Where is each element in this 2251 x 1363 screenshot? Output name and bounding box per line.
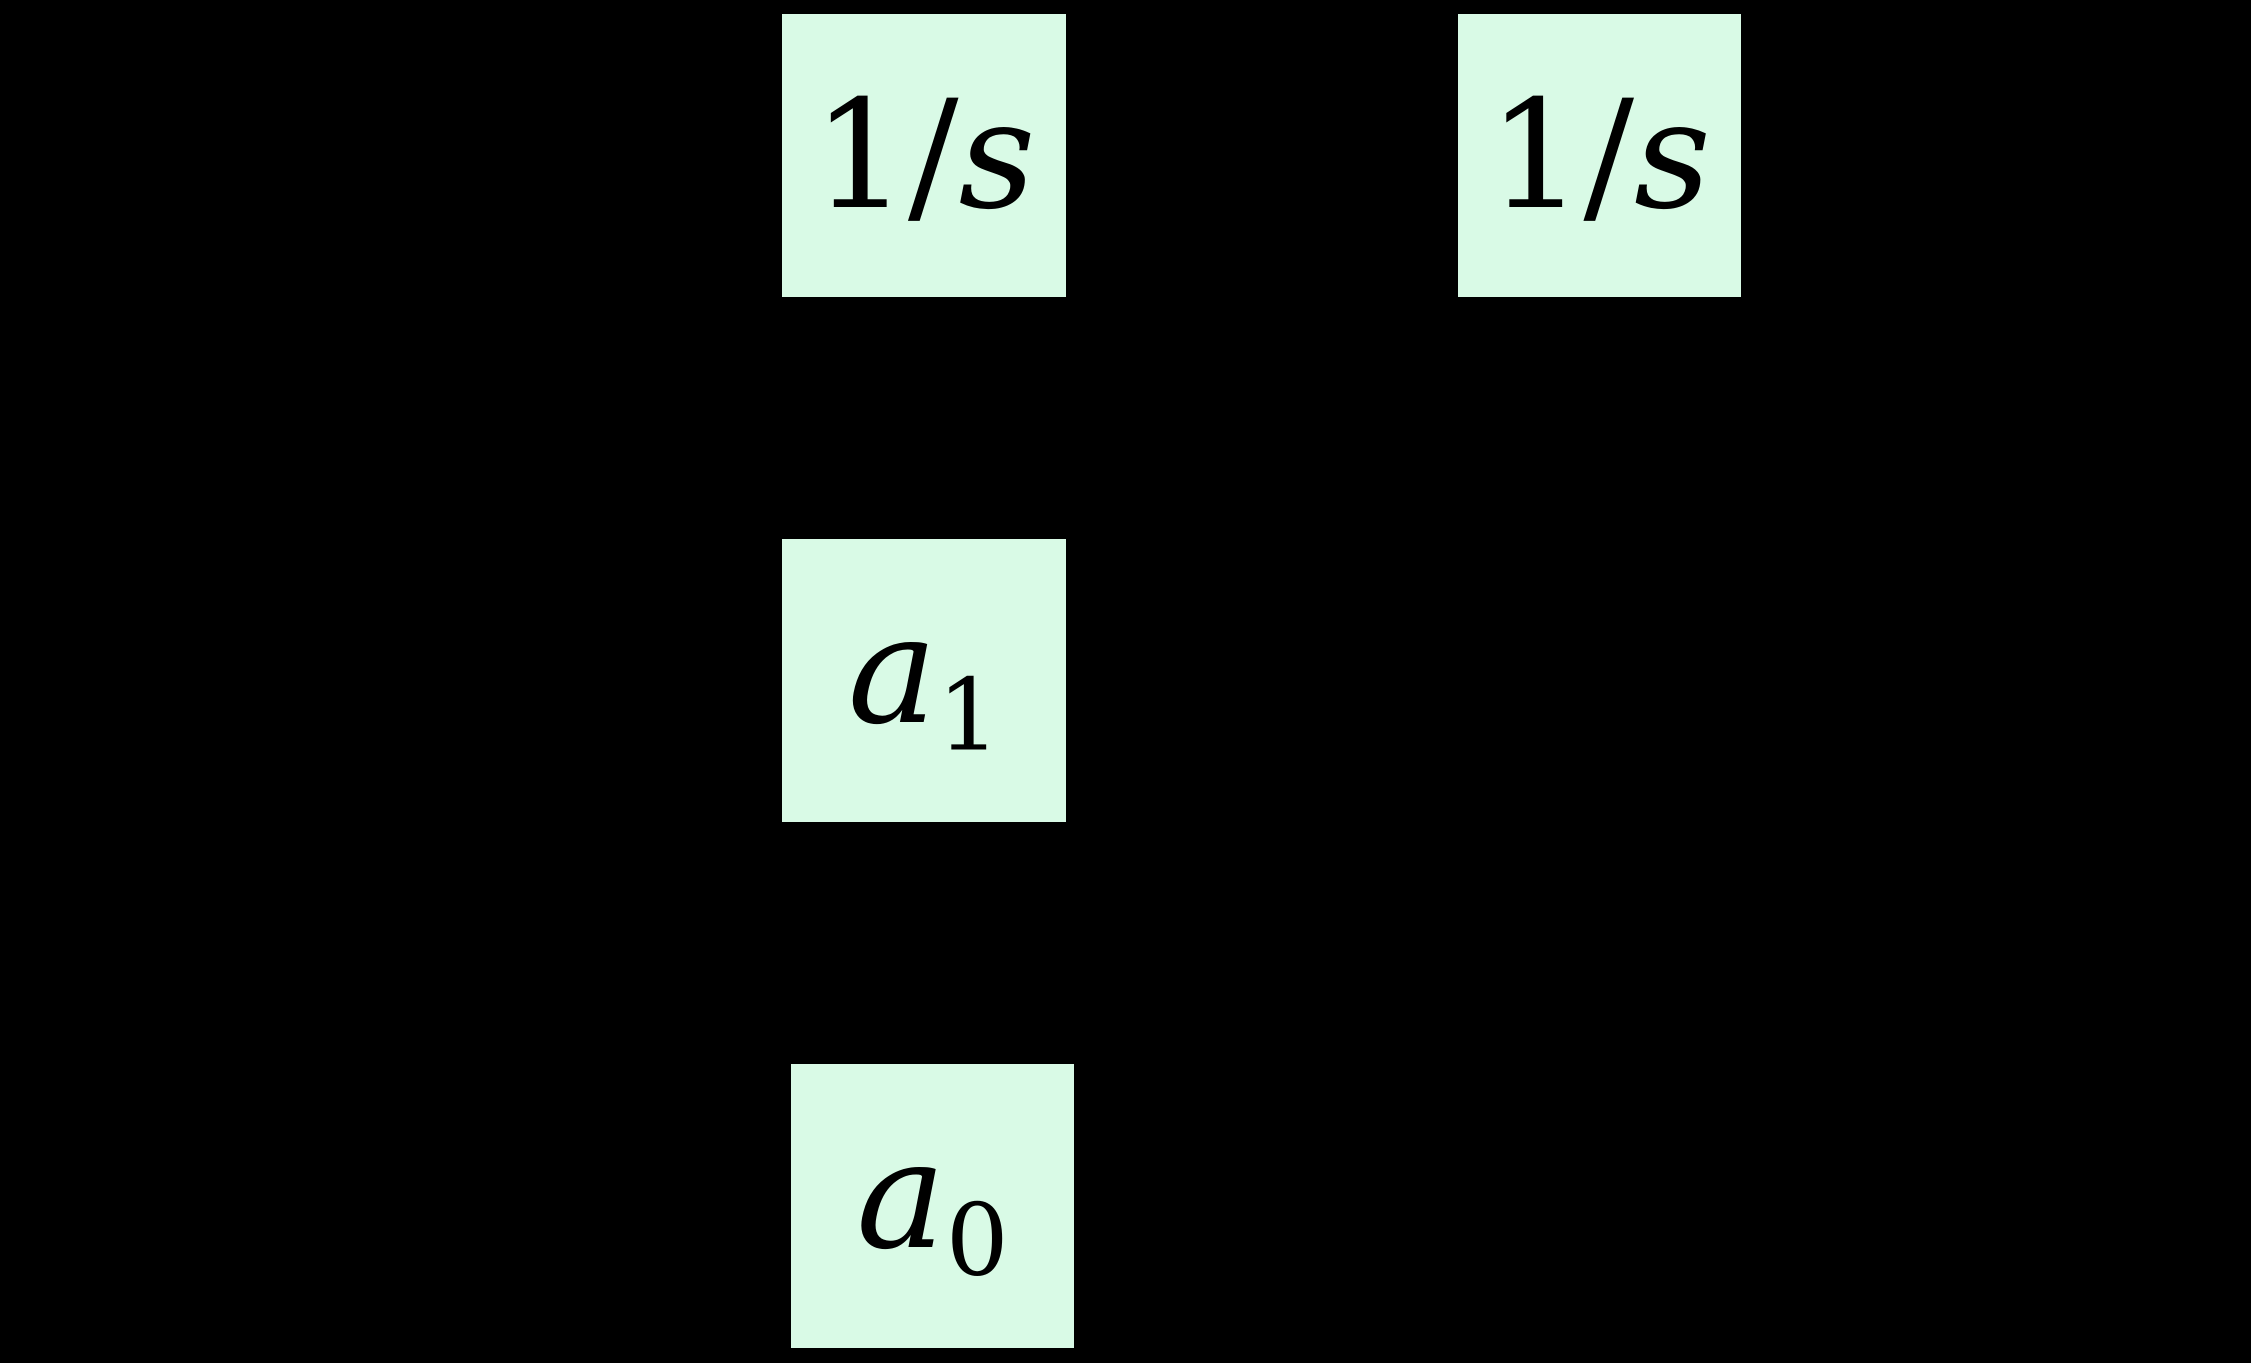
integrator-1-numerator: 1 (812, 68, 908, 243)
gain-a0-subscript: 0 (945, 1183, 1009, 1299)
integrator-block-2-label: 1/s (1488, 81, 1711, 231)
gain-a0-base: a (856, 1109, 946, 1284)
integrator-2-slash: / (1583, 68, 1634, 243)
integrator-block-2: 1/s (1456, 12, 1743, 299)
integrator-block-1-label: 1/s (813, 81, 1036, 231)
gain-block-a1: a1 (780, 537, 1068, 824)
integrator-2-variable: s (1634, 68, 1711, 243)
gain-block-a0: a0 (789, 1062, 1076, 1350)
gain-a1-base: a (847, 583, 938, 758)
integrator-2-numerator: 1 (1488, 68, 1584, 243)
gain-block-a1-label: a1 (848, 596, 1000, 766)
integrator-block-1: 1/s (780, 12, 1068, 299)
gain-a1-subscript: 1 (937, 658, 1001, 774)
integrator-1-variable: s (958, 68, 1036, 243)
integrator-1-slash: / (907, 68, 959, 243)
gain-block-a0-label: a0 (856, 1121, 1008, 1291)
